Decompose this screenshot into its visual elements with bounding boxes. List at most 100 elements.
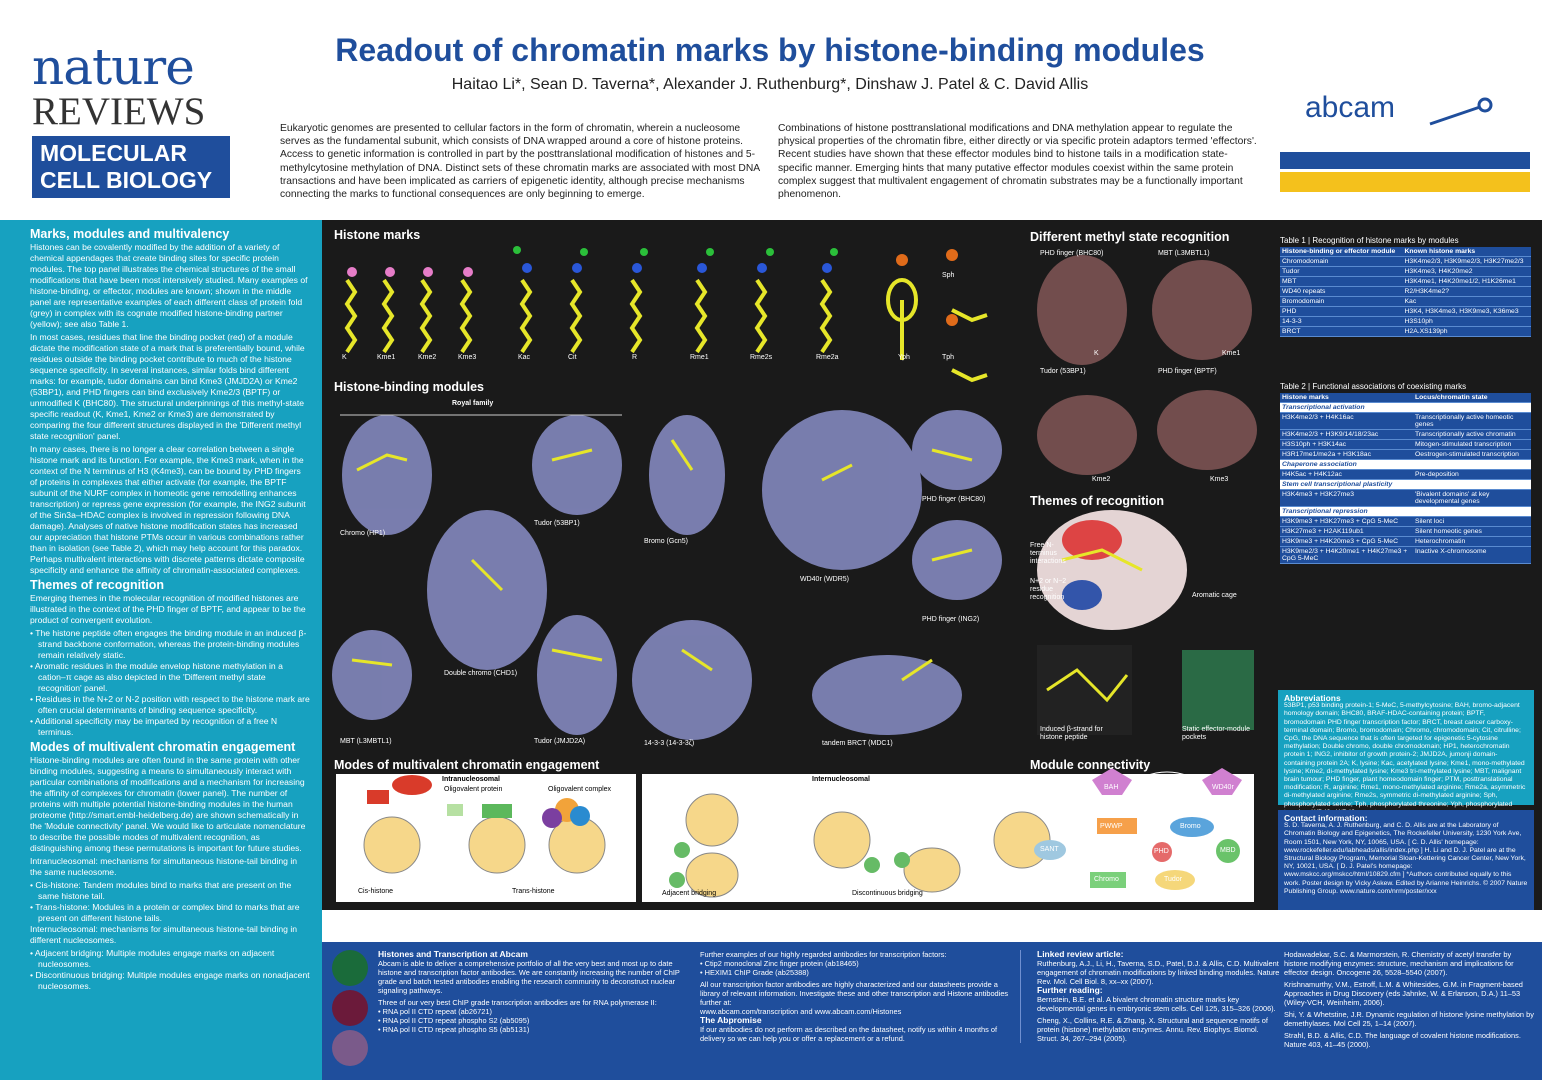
contact-title: Contact information: (1284, 813, 1368, 823)
table-cell: H3K4me3, H4K20me2 (1402, 266, 1531, 277)
table-cell: H2A.XS139ph (1402, 326, 1531, 337)
module-connectivity-graph (1034, 768, 1242, 890)
table-cell: H3K4me2/3, H3K9me2/3, H3K27me2/3 (1402, 256, 1531, 267)
bullet: • Residues in the N+2 or N-2 position wi… (30, 694, 310, 715)
left-column: Marks, modules and multivalency Histones… (0, 220, 322, 1080)
table-subheader-cell: Chaperone association (1280, 459, 1531, 470)
table-subheader: Chaperone association (1280, 459, 1531, 470)
table-1: Table 1 | Recognition of histone marks b… (1280, 234, 1531, 337)
logo-nature: nature (32, 38, 195, 96)
bullet: • Additional specificity may be imparted… (30, 716, 278, 737)
methyl-label: Tudor (53BP1) (1040, 368, 1086, 375)
modes-label: Oligovalent complex (548, 786, 612, 793)
footer-col-1: Histones and Transcription at Abcam Abca… (378, 950, 683, 1035)
footer-item: • RNA pol II CTD repeat phospho S2 (ab50… (378, 1016, 530, 1025)
footer-text: Shi, Y. & Whetstine, J.R. Dynamic regula… (1284, 1010, 1534, 1028)
table-cell: Pre-deposition (1413, 469, 1531, 480)
mark-label: Kac (518, 354, 531, 361)
table-cell: H3R17me1/me2a + H3K18ac (1280, 449, 1413, 460)
footer-text: If our antibodies do not perform as desc… (700, 1025, 998, 1043)
methyl-label: Kme2 (1092, 476, 1111, 483)
intro-left: Eukaryotic genomes are presented to cell… (280, 123, 760, 201)
table-cell: PHD (1280, 306, 1403, 317)
para: Histone-binding modules are often found … (30, 755, 306, 853)
footer-heading: Further reading: (1037, 985, 1103, 995)
journal-logo: nature REVIEWS MOLECULAR CELL BIOLOGY (32, 38, 230, 198)
bullet: • Aromatic residues in the module envelo… (30, 661, 283, 693)
conn-node: Tudor (1164, 876, 1183, 883)
table-cell: Silent loci (1413, 516, 1531, 527)
table-cell: H3S10ph + H3K14ac (1280, 439, 1413, 450)
table-cell: H3K4me2/3 + H3K9/14/18/23ac (1280, 429, 1413, 440)
themes-label: Induced β-strand for histone peptide (1040, 726, 1103, 741)
footer-item: • HEXIM1 ChIP Grade (ab25388) (700, 968, 809, 977)
footer-col-3: Linked review article: Ruthenburg, A.J.,… (1020, 950, 1280, 1043)
table-cell: Kac (1402, 296, 1531, 307)
table-cell: H3K4, H3K4me3, H3K9me3, K36me3 (1402, 306, 1531, 317)
para: In most cases, residues that line the bi… (30, 332, 305, 441)
section-methyl-state: Different methyl state recognition (1030, 230, 1230, 244)
footer-link[interactable]: www.abcam.com/transcription and www.abca… (700, 1007, 902, 1016)
table-cell: H3K4me1, H4K20me1/2, H1K26me1 (1402, 276, 1531, 287)
sponsor-name: abcam (1305, 92, 1395, 124)
table-subheader: Transcriptional repression (1280, 506, 1531, 517)
footer-item: • RNA pol II CTD repeat (ab26721) (378, 1007, 492, 1016)
bullet: • Discontinuous bridging: Multiple modul… (30, 970, 310, 991)
mark-label: Yph (898, 354, 910, 361)
modes-label: Adjacent bridging (662, 890, 717, 897)
module-label: Tudor (53BP1) (534, 520, 580, 527)
intro-right: Combinations of histone posttranslationa… (778, 123, 1257, 201)
table-row: H3K4me3 + H3K27me3'Bivalent domains' at … (1280, 489, 1531, 507)
table-cell: 14-3-3 (1280, 316, 1403, 327)
footer-text: Krishnamurthy, V.M., Estroff, L.M. & Whi… (1284, 980, 1523, 1007)
methyl-label: MBT (L3MBTL1) (1158, 250, 1210, 257)
module-label: PHD finger (ING2) (922, 616, 980, 623)
footer-images (332, 950, 374, 1066)
conn-node: PWWP (1100, 823, 1123, 830)
para: Emerging themes in the molecular recogni… (30, 593, 306, 625)
heading-modes: Modes of multivalent chromatin engagemen… (30, 740, 296, 754)
heading-marks: Marks, modules and multivalency (30, 227, 230, 241)
themes-label: Aromatic cage (1192, 592, 1237, 599)
intra-label: Intranucleosomal (442, 776, 500, 783)
table-cell: BRCT (1280, 326, 1403, 337)
conn-node: WD40r (1212, 784, 1234, 791)
table-subheader-cell: Transcriptional repression (1280, 506, 1531, 517)
table-cell: Oestrogen-stimulated transcription (1413, 449, 1531, 460)
footer-text: Bernstein, B.E. et al. A bivalent chroma… (1037, 995, 1276, 1013)
table-cell: H3K9me3 + H4K20me3 + CpG 5-MeC (1280, 536, 1413, 547)
table-subheader-cell: Stem cell transcriptional plasticity (1280, 479, 1531, 490)
mark-label: Rme2a (816, 354, 839, 361)
figure-panel: Histone marks K Kme1 Kme2 Kme3 Kac Cit R… (322, 220, 1268, 910)
table-cell: Tudor (1280, 266, 1403, 277)
table-subheader: Stem cell transcriptional plasticity (1280, 479, 1531, 490)
cell-image-icon (332, 990, 368, 1026)
bullet: • Adjacent bridging: Multiple modules en… (30, 948, 275, 969)
table-cell: H3K4me3 + H3K27me3 (1280, 489, 1413, 507)
histone-marks-structures (344, 246, 988, 383)
footer-text: Ruthenburg, A.J., Li, H., Taverna, S.D.,… (1037, 959, 1280, 986)
abcam-logo-icon: abcam (1280, 91, 1530, 192)
footer-text: All our transcription factor antibodies … (700, 980, 1009, 1007)
conn-node: BAH (1104, 784, 1119, 791)
sponsor-logo: abcam (1280, 91, 1530, 202)
module-label: Chromo (HP1) (340, 530, 386, 537)
table-cell: WD40 repeats (1280, 286, 1403, 297)
table-cell: H3S10ph (1402, 316, 1531, 327)
para: In many cases, there is no longer a clea… (30, 444, 306, 575)
table-header-cell: Histone marks (1280, 393, 1413, 403)
para: Histones can be covalently modified by t… (30, 242, 308, 329)
table-row: H3K9me2/3 + H4K20me1 + H4K27me3 + CpG 5-… (1280, 546, 1531, 564)
footer-text: Three of our very best ChIP grade transc… (378, 998, 657, 1007)
mark-label: Kme3 (458, 354, 477, 361)
